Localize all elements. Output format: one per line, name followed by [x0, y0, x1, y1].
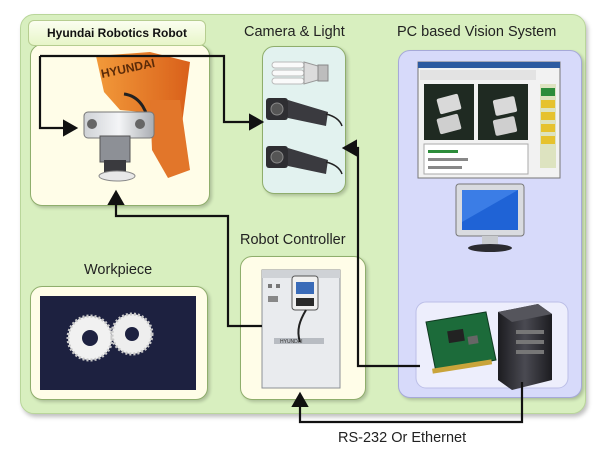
robot-controller-title: Robot Controller	[240, 232, 346, 248]
controller-brand-text: HYUNDAI	[280, 339, 303, 345]
camera-light-title: Camera & Light	[244, 24, 345, 40]
workpiece-title: Workpiece	[84, 262, 153, 278]
vision-software-screenshot	[417, 61, 561, 179]
connector-pc-to-controller	[291, 382, 524, 424]
camera-icon	[266, 146, 343, 175]
connector-robot-to-camera	[40, 54, 265, 131]
lamp-icon	[271, 61, 329, 85]
link-label: RS-232 Or Ethernet	[338, 430, 467, 446]
robot-controller-image: HYUNDAI	[261, 269, 341, 389]
monitor-icon	[455, 183, 525, 252]
workpiece-photo	[40, 296, 196, 390]
connector-controller-to-robot	[107, 189, 262, 328]
pc-tower-icon	[498, 304, 552, 390]
vision-system-title: PC based Vision System	[397, 24, 557, 40]
robot-title: Hyundai Robotics Robot	[28, 20, 206, 46]
frame-grabber-card-image	[425, 311, 497, 374]
robot-arm-image: HYUNDAI	[83, 52, 190, 182]
camera-icon	[266, 98, 343, 127]
connector-vision-to-camera	[341, 139, 420, 368]
connector-left-loop	[38, 56, 79, 137]
